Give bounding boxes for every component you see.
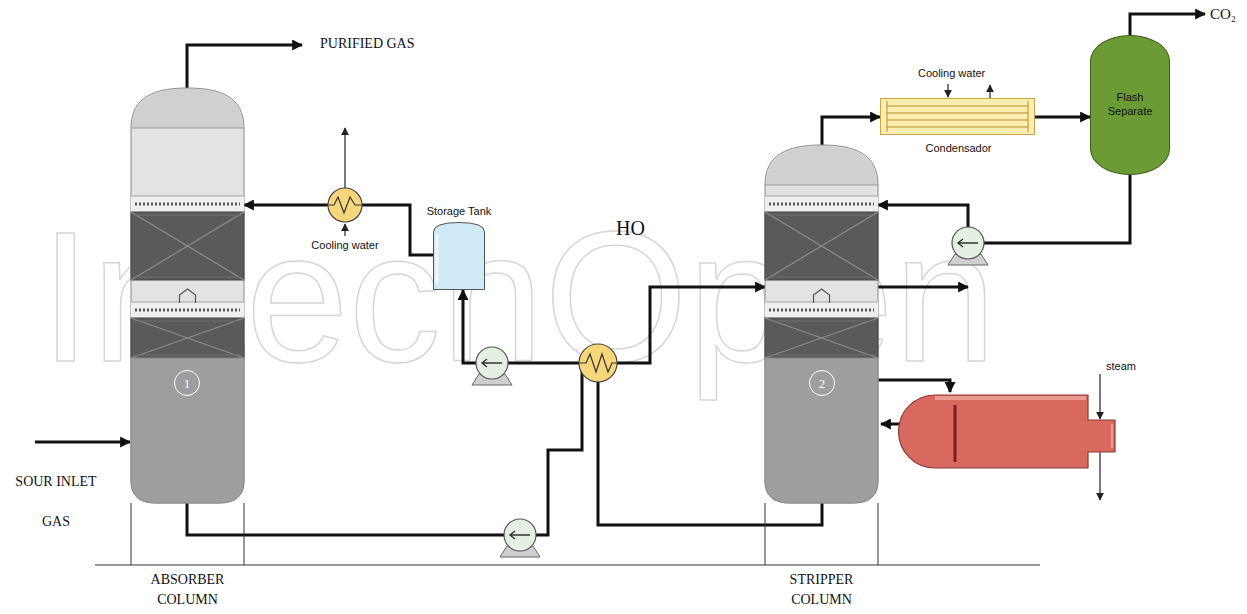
co2-outlet-pipe: [1130, 14, 1205, 35]
heat-exchanger-symbol: [579, 344, 617, 382]
reboiler-shape: [899, 395, 1116, 468]
reboiler-feed-pipe: [878, 380, 950, 392]
heat-exchanger-symbol: [328, 188, 362, 222]
equipment-label: Flash Separate: [1097, 91, 1163, 119]
tank-shape: [433, 222, 485, 290]
column-vessel: ABSORBER COLUMN1: [131, 88, 244, 503]
pump-symbol: [948, 227, 988, 265]
equipment-label: Condensador: [881, 142, 1036, 154]
condenser-unit: Condensador: [880, 98, 1035, 135]
column-shape: [131, 88, 244, 503]
callout-number: 2: [809, 370, 835, 396]
column-label: STRIPPER COLUMN: [765, 570, 878, 610]
note-label: HO: [616, 216, 645, 240]
stream-label: CO₂: [1210, 5, 1236, 23]
equipment-label: Storage Tank: [413, 205, 505, 217]
cooling-water-in: [947, 84, 948, 97]
steam-in-line: [1099, 374, 1100, 419]
utility-label: Cooling water: [918, 67, 985, 80]
condensate-out-line: [1099, 452, 1100, 500]
callout-number: 2: [819, 377, 826, 390]
sour-gas-pipe: [35, 441, 130, 444]
callout-number: 1: [184, 377, 191, 390]
utility-label: Cooling water: [300, 239, 390, 252]
process-pipe: [822, 117, 880, 145]
reboiler-return-pipe: [881, 423, 900, 426]
cooling-water-in: [344, 224, 345, 236]
purified-gas-pipe: [187, 45, 302, 88]
cooling-water-out: [344, 128, 345, 188]
column-shape: [765, 145, 878, 503]
utility-label: steam: [1106, 360, 1136, 373]
process-pipe: [187, 287, 765, 535]
stream-label: SOUR INLET GAS: [6, 462, 106, 542]
column-label: ABSORBER COLUMN: [131, 570, 244, 610]
callout-number: 1: [174, 370, 200, 396]
flash-separator: Flash Separate: [1090, 35, 1170, 175]
stream-label: PURIFIED GAS: [320, 36, 415, 53]
condenser-tubes: [881, 99, 1034, 134]
pump-symbol: [500, 519, 540, 557]
process-pipe: [878, 175, 1130, 243]
column-support: [131, 503, 878, 565]
ground-line: [95, 565, 1040, 566]
cooling-water-out: [989, 85, 990, 98]
column-vessel: STRIPPER COLUMN2: [765, 145, 878, 503]
storage-tank: Storage Tank: [433, 222, 485, 290]
pump-symbol: [472, 347, 512, 385]
process-pipe: [463, 290, 822, 525]
side-draw-pipe: [878, 286, 968, 289]
process-pipe: [1035, 116, 1090, 119]
